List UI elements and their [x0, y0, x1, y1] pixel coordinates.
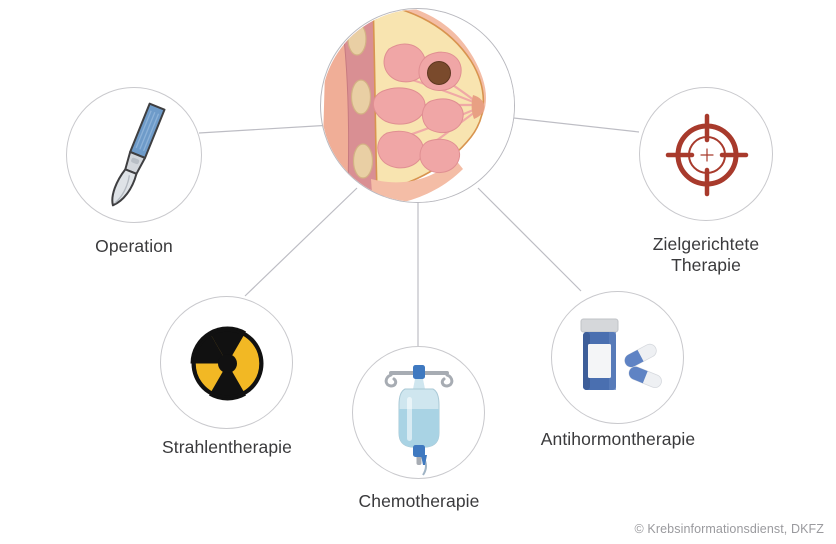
connector-to-operation [198, 124, 333, 134]
antihormontherapie-circle[interactable] [551, 291, 684, 424]
zielgerichtete-therapie-label: Zielgerichtete Therapie [652, 234, 760, 275]
connector-to-antihormontherapie [477, 187, 582, 292]
connector-to-zielgerichtete [504, 116, 640, 133]
zielgerichtete-therapie-circle[interactable] [639, 87, 773, 221]
chemotherapie-circle[interactable] [352, 346, 485, 479]
scalpel-icon [67, 88, 201, 222]
chemotherapie-label: Chemotherapie [358, 491, 480, 511]
antihormontherapie-label: Antihormontherapie [540, 429, 696, 449]
operation-circle[interactable] [66, 87, 202, 223]
strahlentherapie-label: Strahlentherapie [161, 437, 293, 457]
strahlentherapie-circle[interactable] [160, 296, 293, 429]
iv-drip-bag-icon [353, 347, 484, 478]
crosshair-target-icon [640, 88, 772, 220]
center-circle[interactable] [320, 8, 515, 203]
radiation-trefoil-icon [161, 297, 292, 428]
connector-to-strahlentherapie [244, 187, 358, 297]
pill-bottle-icon [552, 292, 683, 423]
tumor-marker [427, 61, 451, 85]
operation-label: Operation [95, 236, 173, 256]
copyright-text: © Krebsinformationsdienst, DKFZ [634, 522, 824, 536]
breast-cross-section-icon [321, 9, 514, 202]
